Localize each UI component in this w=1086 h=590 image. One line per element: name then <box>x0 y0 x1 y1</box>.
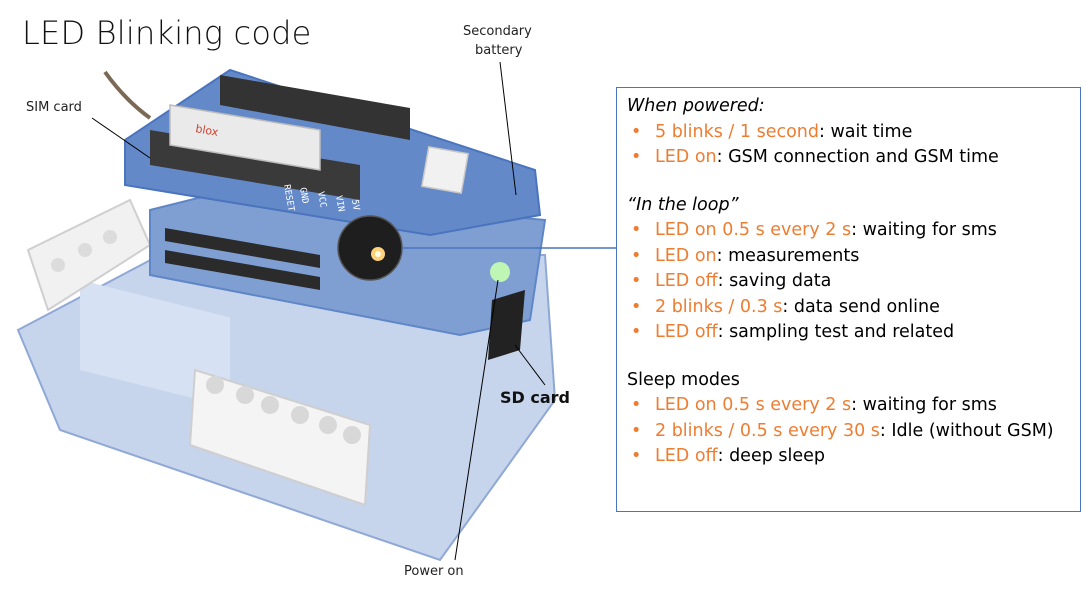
list-item: • 2 blinks / 0.3 s: data send online <box>627 295 1070 321</box>
item-highlight: LED on <box>655 245 717 266</box>
led-code-legend: When powered: •5 blinks / 1 second: wait… <box>616 87 1081 512</box>
secondary-battery-label: Secondary battery <box>463 22 532 60</box>
sd-card-slot <box>488 290 525 360</box>
list-item: • LED on: GSM connection and GSM time <box>627 145 1070 171</box>
bullet-icon: • <box>631 395 642 415</box>
item-list: • LED on 0.5 s every 2 s: waiting for sms… <box>627 218 1070 346</box>
list-item: • LED off: sampling test and related <box>627 320 1070 346</box>
item-text: : saving data <box>717 271 832 291</box>
item-text: : GSM connection and GSM time <box>716 147 999 167</box>
item-highlight: LED off <box>655 271 718 291</box>
leader-secondary-battery <box>499 61 517 196</box>
bullet-icon: • <box>631 420 642 441</box>
item-text: : measurements <box>716 245 860 266</box>
item-text: : sampling test and related <box>717 322 955 342</box>
bullet-icon: • <box>631 245 642 266</box>
bullet-icon: • <box>631 147 642 167</box>
item-highlight: LED on 0.5 s every 2 s <box>655 220 852 240</box>
power-led-glow <box>490 262 510 282</box>
bullet-icon: • <box>631 271 642 291</box>
section-title: Sleep modes <box>627 369 740 390</box>
secondary-battery-line2: battery <box>475 43 523 58</box>
terminal-block-bottom <box>188 368 372 507</box>
pin-label: VCC <box>315 191 328 209</box>
item-highlight: 2 blinks / 0.5 s every 30 s <box>655 420 880 441</box>
section-title: “In the loop” <box>627 194 739 215</box>
perfboard-area <box>80 279 230 408</box>
bullet-icon: • <box>631 220 642 240</box>
item-highlight: LED on 0.5 s every 2 s <box>655 395 852 415</box>
section-when-powered: When powered: • 5 blinks / 1 second: wait… <box>627 94 1070 171</box>
list-item: • LED on 0.5 s every 2 s: waiting for sms <box>627 218 1070 244</box>
leader-sd-card <box>514 344 546 386</box>
header-pins-middle <box>165 228 320 290</box>
list-item: • LED on: measurements <box>627 244 1070 270</box>
section-sleep-modes: Sleep modes • LED on 0.5 s every 2 s: wai… <box>627 368 1070 470</box>
antenna-wire <box>103 70 152 120</box>
led-magnifier <box>337 215 403 281</box>
item-highlight: LED off <box>655 322 718 342</box>
secondary-battery-line1: Secondary <box>463 24 532 39</box>
item-highlight: 5 blinks / 1 second <box>655 121 820 142</box>
item-list: • LED on 0.5 s every 2 s: waiting for sms… <box>627 393 1070 470</box>
leader-power-on <box>454 279 499 561</box>
item-text: : data send online <box>782 296 940 317</box>
list-item: • LED off: deep sleep <box>627 444 1070 470</box>
header-pins-top <box>220 75 410 140</box>
section-in-the-loop: “In the loop” • LED on 0.5 s every 2 s: w… <box>627 193 1070 346</box>
battery-connector <box>420 145 470 195</box>
list-item: • 5 blinks / 1 second: wait time <box>627 120 1070 146</box>
item-text: : waiting for sms <box>851 220 997 240</box>
bullet-icon: • <box>631 121 642 142</box>
leader-sim-card <box>91 117 151 159</box>
mkr-board <box>124 68 542 237</box>
bullet-icon: • <box>631 322 642 342</box>
item-highlight: LED off <box>655 446 718 466</box>
sim-card-label: SIM card <box>26 100 82 115</box>
pin-label: VIN <box>333 195 346 213</box>
section-title: When powered: <box>627 96 765 116</box>
pin-labels: GND RESET VCC VIN 5V <box>281 184 361 213</box>
pin-label: GND <box>297 187 310 205</box>
gsm-module <box>169 104 321 171</box>
power-on-label: Power on <box>404 564 464 579</box>
item-highlight: 2 blinks / 0.3 s <box>655 296 783 317</box>
page-title: LED Blinking code <box>22 14 312 52</box>
item-text: : deep sleep <box>717 446 826 466</box>
list-item: • LED off: saving data <box>627 269 1070 295</box>
list-item: • LED on 0.5 s every 2 s: waiting for sms <box>627 393 1070 419</box>
sd-card-label: SD card <box>500 388 570 407</box>
pin-label: 5V <box>349 199 361 212</box>
list-item: • 2 blinks / 0.5 s every 30 s: Idle (with… <box>627 419 1070 445</box>
item-text: : Idle (without GSM) <box>879 420 1054 441</box>
bullet-icon: • <box>631 446 642 466</box>
item-list: • 5 blinks / 1 second: wait time • LED on:… <box>627 120 1070 171</box>
led-core <box>375 251 381 257</box>
module-brand-text: blox <box>194 122 219 139</box>
item-text: : wait time <box>819 121 913 142</box>
bullet-icon: • <box>631 296 642 317</box>
item-highlight: LED on <box>655 147 717 167</box>
item-text: : waiting for sms <box>851 395 997 415</box>
pin-label: RESET <box>281 184 296 213</box>
